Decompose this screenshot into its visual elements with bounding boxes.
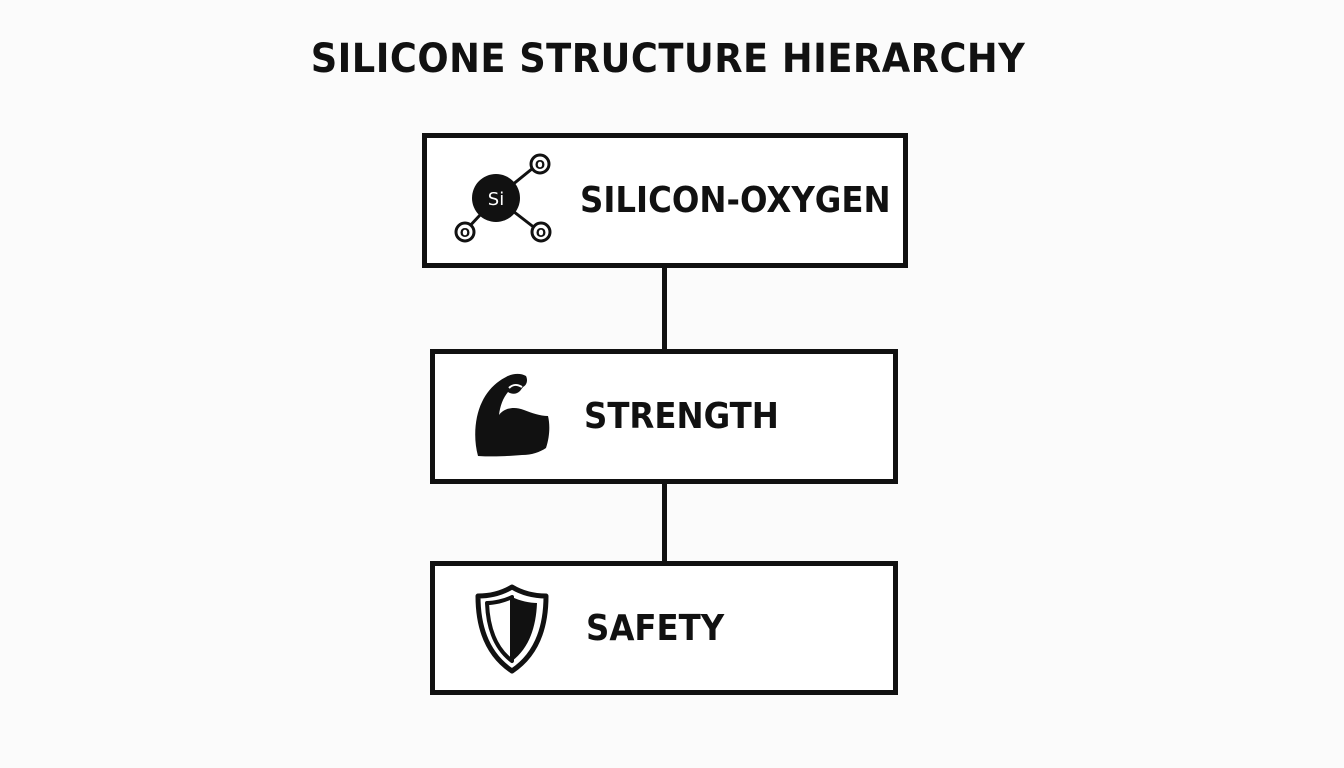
node-label: SAFETY [586, 608, 725, 649]
oxygen-atom-label: O [460, 226, 470, 240]
molecule-icon: Si O O O [454, 152, 558, 248]
oxygen-atom-label: O [535, 158, 545, 172]
silicon-atom-label: Si [488, 189, 504, 210]
diagram-title: SILICONE STRUCTURE HIERARCHY [310, 36, 1026, 82]
oxygen-atom-label: O [536, 226, 546, 240]
node-strength [430, 349, 898, 484]
node-label: SILICON-OXYGEN [580, 180, 891, 221]
shield-icon [474, 583, 550, 675]
connector-line [662, 268, 667, 349]
node-label: STRENGTH [584, 396, 779, 437]
flexed-arm-icon [470, 372, 554, 462]
connector-line [662, 484, 667, 561]
